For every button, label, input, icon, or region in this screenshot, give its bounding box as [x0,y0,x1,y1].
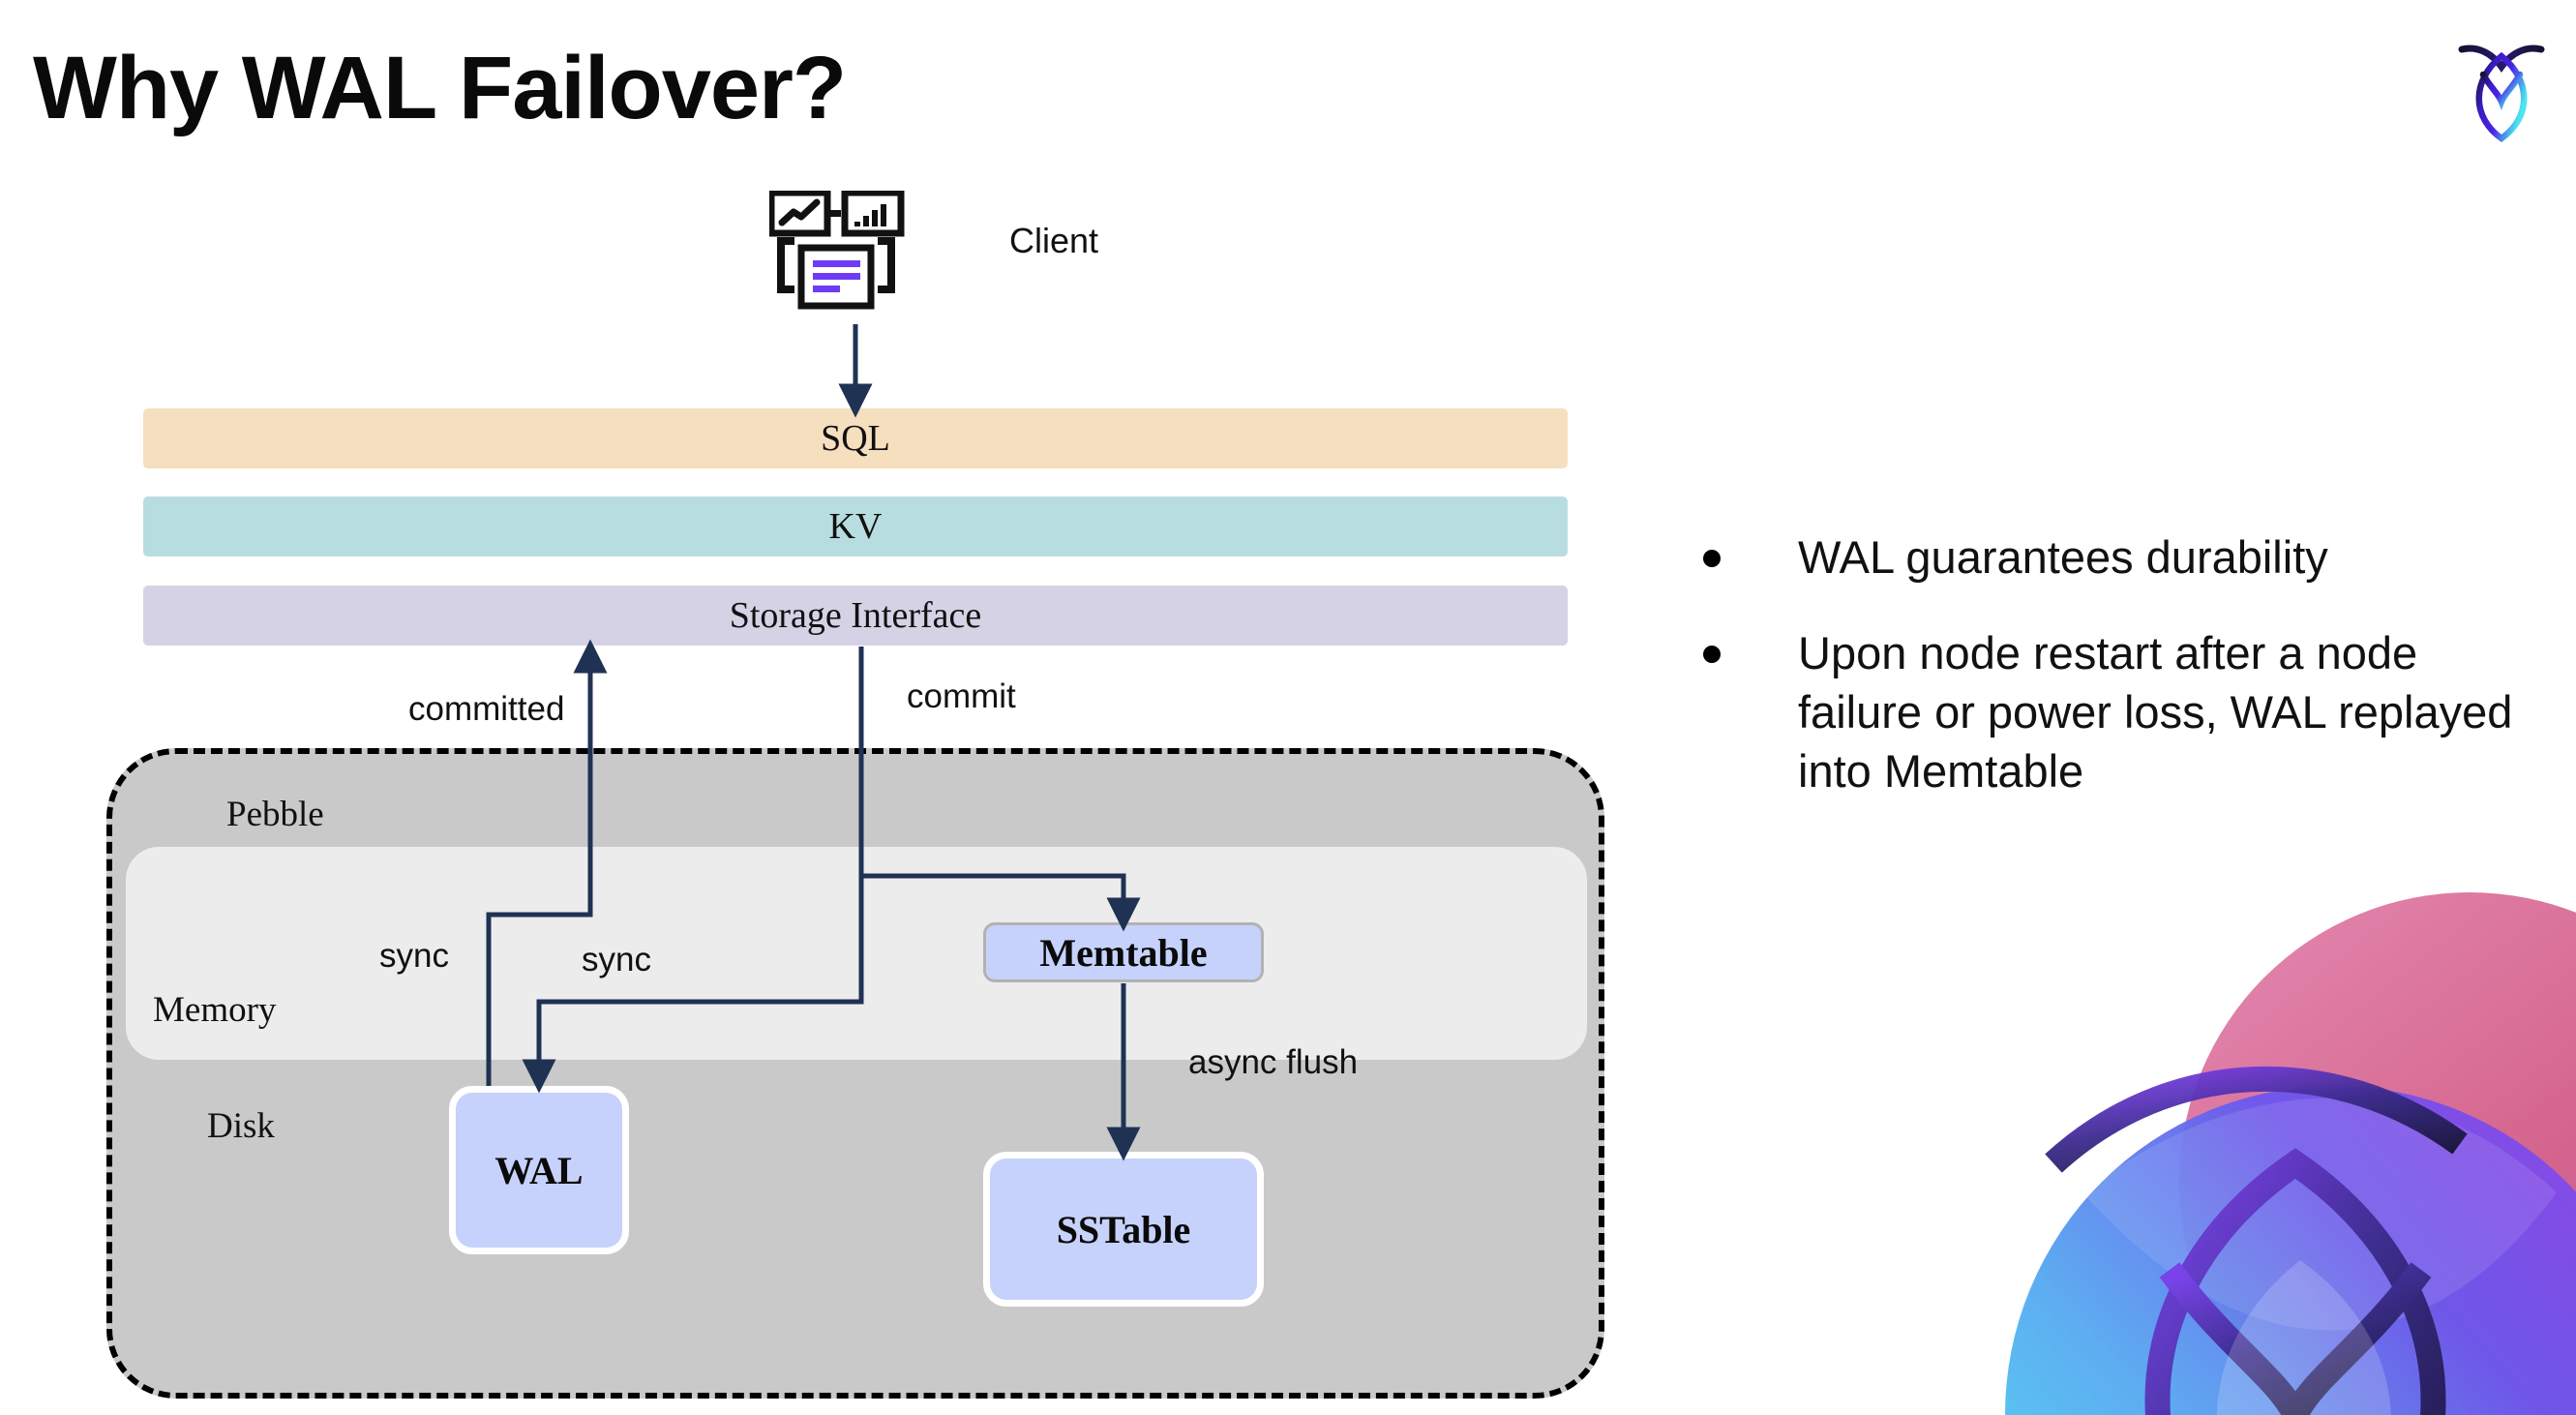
layer-bar-storage-interface: Storage Interface [143,586,1568,646]
layer-bar-sql: SQL [143,408,1568,468]
bullet-text: WAL guarantees durability [1798,531,2328,583]
memtable-box: Memtable [983,922,1264,982]
bullet-dot-icon [1703,646,1721,664]
bullet-dot-icon [1703,550,1721,567]
sstable-box: SSTable [983,1152,1264,1307]
edge-label-committed: committed [408,690,565,728]
pebble-label: Pebble [226,795,324,834]
client-dashboard-icon [767,189,924,326]
pebble-container [106,748,1604,1399]
edge-label-commit: commit [907,677,1016,715]
layer-bar-kv: KV [143,497,1568,557]
edge-label-sync-right: sync [582,941,651,978]
bullet-text: Upon node restart after a node failure o… [1798,627,2513,798]
memory-label: Memory [153,990,277,1030]
list-item: Upon node restart after a node failure o… [1703,623,2526,800]
page-title: Why WAL Failover? [33,39,847,137]
wal-box: WAL [449,1086,629,1254]
client-label: Client [1009,221,1099,260]
list-item: WAL guarantees durability [1703,527,2526,587]
bullet-list: WAL guarantees durability Upon node rest… [1703,527,2526,837]
disk-label: Disk [207,1106,275,1146]
edge-label-sync-left: sync [379,937,449,975]
corner-decoration-graphic [1879,873,2576,1415]
edge-label-async-flush: async flush [1188,1043,1359,1081]
memory-region-panel [126,847,1587,1060]
cockroachdb-logo [2448,24,2555,145]
